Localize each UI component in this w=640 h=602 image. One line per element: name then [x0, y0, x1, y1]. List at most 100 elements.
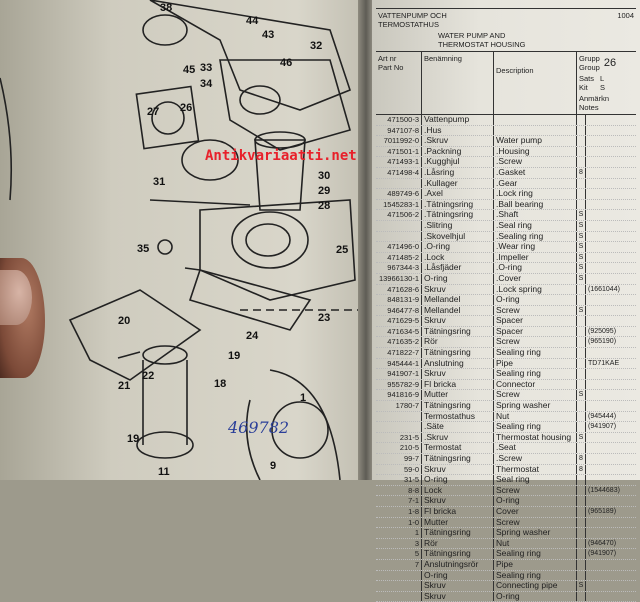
cell-en: Thermostat housing [496, 431, 572, 442]
cell-art: 210-5 [376, 443, 422, 453]
sealing-ring-part [142, 345, 188, 365]
cell-art [376, 422, 422, 432]
cell-note [586, 147, 636, 157]
cell-note [586, 465, 636, 475]
cell-flag [576, 496, 586, 506]
cell-flag [576, 199, 586, 210]
cell-flag [576, 358, 586, 369]
cell-en: .Ball bearing [496, 198, 544, 209]
cell-note [586, 454, 636, 464]
cell-art: 471822-7 [376, 348, 422, 358]
cell-en: Sealing ring [496, 347, 541, 358]
table-row: 947107-8.Hus [376, 125, 636, 137]
cell-sv: .Kullager [422, 178, 494, 189]
cell-sv: .Låsfjäder [422, 263, 494, 273]
o-ring-part [181, 139, 239, 181]
cell-sv: .Låsring [422, 167, 494, 178]
column-headers: Art nr Part No Benämning Description Gru… [376, 52, 636, 115]
cell-flag: S [576, 263, 586, 273]
water-pump-part [245, 369, 341, 480]
cell-en: .Sealing ring [496, 230, 544, 241]
cell-art: 1 [376, 528, 422, 538]
cell-flag [576, 337, 586, 348]
group-block: Grupp Group 26 [579, 54, 634, 72]
cell-art: 7-1 [376, 496, 422, 506]
cell-flag [576, 401, 586, 411]
callout-33: 33 [200, 62, 213, 74]
thumbnail [0, 270, 32, 325]
callout-28: 28 [318, 200, 331, 212]
title-english: WATER PUMP AND THERMOSTAT HOUSING [438, 31, 526, 49]
callout-19-top: 19 [228, 350, 241, 362]
cell-note [586, 263, 636, 273]
cell-flag [576, 284, 586, 295]
callout-27: 27 [147, 106, 160, 118]
table-title-header: VATTENPUMP OCH TERMOSTATHUS 1004 WATER P… [376, 8, 636, 52]
col-part-no: Art nr Part No [376, 52, 422, 114]
cell-flag [576, 189, 586, 199]
title-line: VATTENPUMP OCH TERMOSTATHUS 1004 [378, 11, 634, 29]
cell-art: 471500-3 [376, 115, 422, 125]
cell-sv: Skruv [422, 581, 494, 591]
cell-sv: Vattenpump [422, 114, 494, 125]
cell-note [586, 221, 636, 231]
cell-flag: S [576, 252, 586, 263]
cell-note [586, 136, 636, 146]
cell-note [586, 316, 636, 326]
cell-en: .Housing [496, 145, 530, 156]
cell-en: Screw [496, 484, 520, 495]
cell-sv: Skruv [422, 369, 494, 379]
cell-art: 947107-8 [376, 125, 422, 136]
cell-flag [576, 316, 586, 326]
col-notes: Anmärkn Notes [579, 94, 610, 112]
cell-art: 848131-9 [376, 295, 422, 305]
cell-flag [576, 369, 586, 379]
cell-note [586, 157, 636, 167]
cell-note: (941907) [588, 550, 617, 558]
cell-flag [576, 125, 586, 136]
cell-en: .Gasket [496, 166, 526, 177]
cell-sv: Rör [422, 337, 494, 348]
cell-sv: Mellandel [422, 305, 494, 316]
cell-flag [576, 549, 586, 559]
cell-art: 471629-5 [376, 316, 422, 326]
cell-flag: S [576, 242, 586, 252]
cell-en: .Seal ring [496, 219, 532, 230]
cell-flag: S [576, 432, 586, 443]
cell-sv: Lock [422, 485, 494, 496]
cell-en: .Cover [496, 272, 522, 283]
exploded-view-drawing [0, 0, 358, 480]
callout-21: 21 [118, 380, 131, 392]
cell-note: (1544683) [588, 486, 620, 494]
callout-38: 38 [160, 2, 173, 14]
callout-1: 1 [300, 392, 307, 404]
callout-29: 29 [318, 185, 331, 197]
cell-sv: Skruv [422, 316, 494, 326]
cell-note [586, 571, 636, 581]
cell-en [494, 115, 576, 125]
cell-flag [576, 517, 586, 528]
cell-sv: Skruv [422, 464, 494, 475]
cell-art: 955782-9 [376, 379, 422, 390]
cell-note [586, 200, 636, 210]
cell-flag [576, 411, 586, 422]
cell-sv: .Packning [422, 146, 494, 157]
cell-en: O-ring [496, 495, 520, 506]
cell-en: Sealing ring [496, 548, 541, 559]
cell-flag: S [576, 210, 586, 220]
cell-sv: Tätningsring [422, 326, 494, 337]
cell-en: .Impeller [496, 251, 529, 262]
